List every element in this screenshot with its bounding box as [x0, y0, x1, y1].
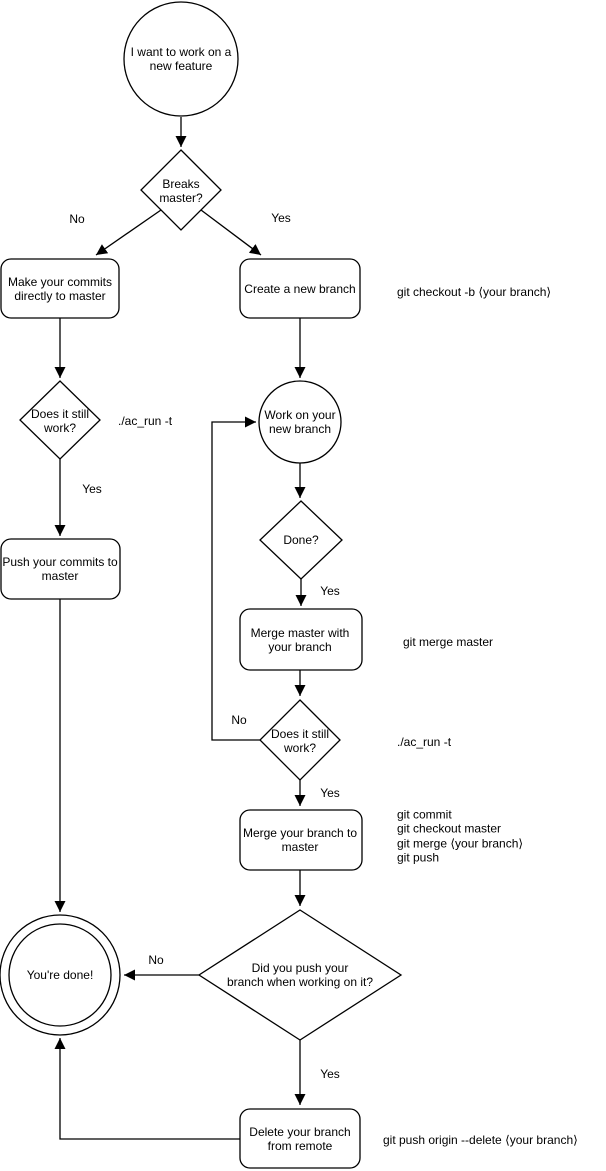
- breaks-master-label: Breaks master?: [159, 177, 203, 205]
- merge-branch-label: Merge your branch to master: [242, 826, 358, 854]
- create-branch-box: [239, 258, 361, 319]
- merge-master-label: Merge master with your branch: [250, 626, 350, 654]
- does-it-work-left-diamond: [19, 380, 101, 460]
- note-delete-command: git push origin --delete ⟨your branch⟩: [383, 1132, 578, 1147]
- right-work-yes-label: Yes: [320, 786, 340, 800]
- push-commits-box: [0, 538, 121, 600]
- pushed-yes-label: Yes: [320, 1067, 340, 1081]
- breaks-master-diamond: [140, 149, 222, 231]
- youre-done-inner-circle: [8, 923, 112, 1027]
- merge-master-box: [239, 608, 363, 671]
- edge-delete-to-done-loop: [54, 1038, 240, 1140]
- make-commits-label: Make your commits directly to master: [7, 275, 113, 303]
- youre-done-label: You're done!: [26, 968, 94, 982]
- delete-branch-label: Delete your branch from remote: [249, 1125, 351, 1153]
- done-yes-label: Yes: [320, 584, 340, 598]
- does-it-work-right-label: Does it still work?: [270, 727, 329, 755]
- note-merge-master-command: git merge master: [403, 634, 494, 649]
- create-branch-label: Create a new branch: [244, 282, 356, 296]
- did-you-push-label: Did you push your branch when working on…: [226, 961, 374, 989]
- push-commits-label: Push your commits to master: [2, 555, 118, 583]
- done-label: Done?: [283, 533, 319, 547]
- edge-breaks-yes: [200, 209, 262, 256]
- delete-branch-box: [239, 1108, 361, 1169]
- merge-branch-box: [239, 809, 363, 871]
- note-ac-run-right: ./ac_run -t: [397, 734, 452, 749]
- make-commits-box: [0, 258, 120, 319]
- work-on-branch-circle: [258, 380, 342, 464]
- pushed-no-label: No: [148, 953, 164, 967]
- breaks-no-label: No: [69, 212, 85, 226]
- breaks-yes-label: Yes: [271, 211, 291, 225]
- start-label: I want to work on a new feature: [130, 45, 232, 73]
- did-you-push-diamond: [197, 909, 403, 1041]
- work-on-branch-label: Work on your new branch: [264, 408, 336, 436]
- note-merge-branch-commands: git commit git checkout master git merge…: [397, 807, 524, 865]
- note-checkout-command: git checkout -b ⟨your branch⟩: [397, 284, 552, 299]
- left-work-yes-label: Yes: [82, 482, 102, 496]
- start-circle: [123, 1, 239, 117]
- edge-breaks-no: [95, 209, 162, 256]
- does-it-work-right-diamond: [259, 699, 341, 781]
- edge-work-no-loop: [211, 416, 260, 741]
- note-ac-run-left: ./ac_run -t: [118, 413, 173, 428]
- right-work-no-label: No: [231, 713, 247, 727]
- done-diamond: [259, 500, 343, 580]
- does-it-work-left-label: Does it still work?: [30, 407, 89, 435]
